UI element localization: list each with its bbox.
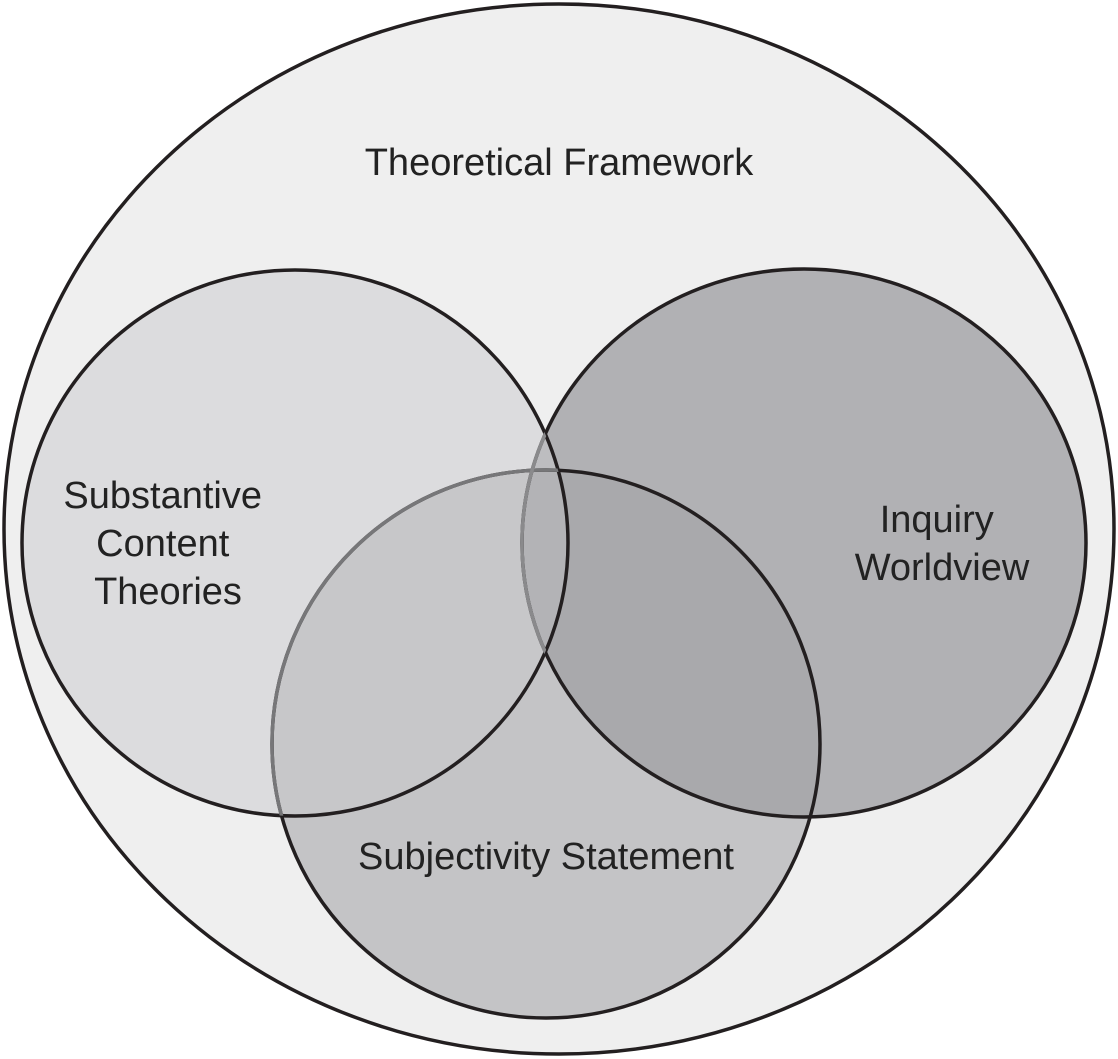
inquiry-label-line-2: Worldview [855, 547, 1030, 589]
substantive-label-line-3: Theories [94, 571, 242, 613]
inquiry-label: Inquiry Worldview [855, 499, 1030, 589]
substantive-label-line-1: Substantive [63, 475, 262, 517]
substantive-label-line-2: Content [96, 523, 230, 565]
substantive-circle-outline [20, 268, 570, 818]
subjectivity-label: Subjectivity Statement [358, 836, 734, 878]
outer-label: Theoretical Framework [365, 142, 755, 184]
inquiry-label-line-1: Inquiry [880, 499, 994, 541]
substantive-label: Substantive Content Theories [63, 475, 272, 613]
subjectivity-inner-outline [270, 468, 568, 816]
inquiry-inner-outline [520, 270, 568, 816]
